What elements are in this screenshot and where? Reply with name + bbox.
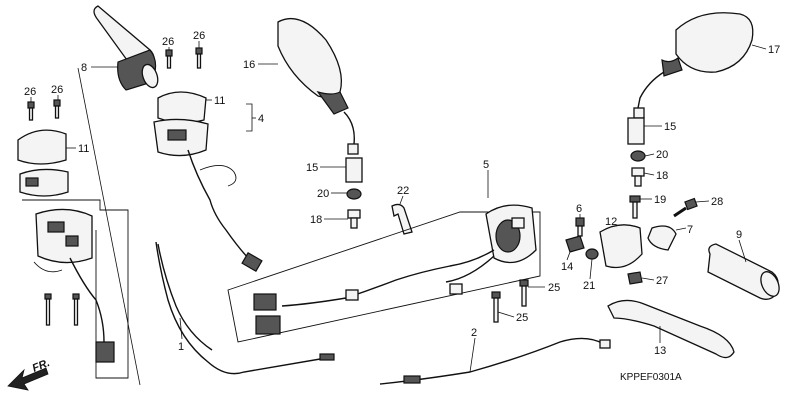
divider-line (77, 67, 141, 386)
callout-9: 9 (736, 229, 742, 241)
callout-26-b: 26 (193, 30, 205, 42)
screw-26-b (195, 47, 203, 69)
callout-15-left: 15 (306, 162, 318, 174)
callout-labels: 1 2 4 5 6 7 8 9 11 11 12 13 14 15 15 16 … (24, 30, 780, 357)
callout-25-a: 25 (548, 282, 560, 294)
brake-lever-13 (607, 299, 735, 359)
callout-4: 4 (258, 113, 264, 125)
throttle-cable-1b (157, 243, 213, 351)
left-grip (93, 5, 159, 91)
callout-17: 17 (768, 44, 780, 56)
leader-lines (30, 41, 767, 373)
callout-28: 28 (711, 196, 723, 208)
nut-27 (627, 271, 643, 285)
callout-14: 14 (561, 261, 573, 273)
connector-b (255, 315, 281, 335)
spring-14 (565, 235, 585, 253)
lever-bracket-12 (599, 224, 643, 269)
cable-end-1 (319, 353, 335, 361)
front-direction-arrow: FR. (7, 357, 52, 391)
callout-1: 1 (178, 341, 184, 353)
callout-27: 27 (656, 275, 668, 287)
diagram-code: KPPEF0301A (620, 372, 682, 383)
callout-15-right: 15 (664, 121, 676, 133)
nut-18-right (631, 167, 645, 187)
washer-21 (585, 248, 599, 260)
screw-25-b (491, 291, 501, 323)
left-switch-parts (17, 129, 69, 197)
callout-20-right: 20 (656, 149, 668, 161)
left-switch-frame (22, 199, 129, 379)
callout-22: 22 (397, 185, 409, 197)
screw-26-c (27, 101, 35, 121)
callout-6: 6 (576, 203, 582, 215)
callout-26-d: 26 (51, 84, 63, 96)
left-switch-body (33, 208, 115, 363)
connector-d (449, 283, 463, 295)
callout-11-lower: 11 (78, 143, 89, 155)
screw-25-a (519, 279, 529, 307)
callout-2: 2 (471, 327, 477, 339)
screw-26-d (53, 99, 61, 119)
cable-end-2b (599, 339, 611, 349)
bolt-19 (629, 195, 641, 219)
callout-13: 13 (654, 345, 666, 357)
callout-11-upper: 11 (214, 95, 225, 107)
sleeve-15-right (627, 117, 645, 145)
right-grip (707, 243, 780, 300)
callout-7: 7 (687, 224, 693, 236)
nut-18-left (347, 209, 361, 229)
screw-left-b (72, 293, 80, 326)
right-mirror (633, 12, 754, 119)
harness-frame (227, 211, 541, 343)
callout-12: 12 (605, 216, 617, 228)
screw-26-a (165, 49, 173, 69)
harness-wire-2 (445, 255, 495, 283)
callout-8: 8 (81, 62, 87, 74)
callout-18-left: 18 (310, 214, 322, 226)
throttle-cable-1 (155, 241, 327, 375)
nut-20-left (346, 188, 362, 200)
callout-21: 21 (583, 280, 595, 292)
connector-a (253, 293, 277, 311)
callout-20-left: 20 (317, 188, 329, 200)
sleeve-15-left (345, 157, 363, 183)
callout-5: 5 (483, 159, 489, 171)
callout-19: 19 (654, 194, 666, 206)
nut-20-right (630, 150, 646, 162)
cable-end-2 (403, 375, 421, 384)
right-switch-housing (485, 204, 537, 264)
screw-left-a (44, 293, 52, 326)
callout-25-b: 25 (516, 312, 528, 324)
callout-26-a: 26 (162, 36, 174, 48)
callout-26-c: 26 (24, 86, 36, 98)
pin-6 (575, 217, 585, 237)
direction-label: FR. (31, 357, 52, 375)
connector-c (345, 289, 359, 301)
left-mirror (277, 17, 359, 155)
callout-18-right: 18 (656, 170, 668, 182)
holder-7 (647, 225, 677, 251)
callout-16: 16 (243, 59, 255, 71)
harness-wire (281, 249, 495, 307)
clamp-22 (391, 203, 413, 235)
bolt-28 (673, 197, 698, 218)
switch-housing-upper (153, 91, 263, 273)
